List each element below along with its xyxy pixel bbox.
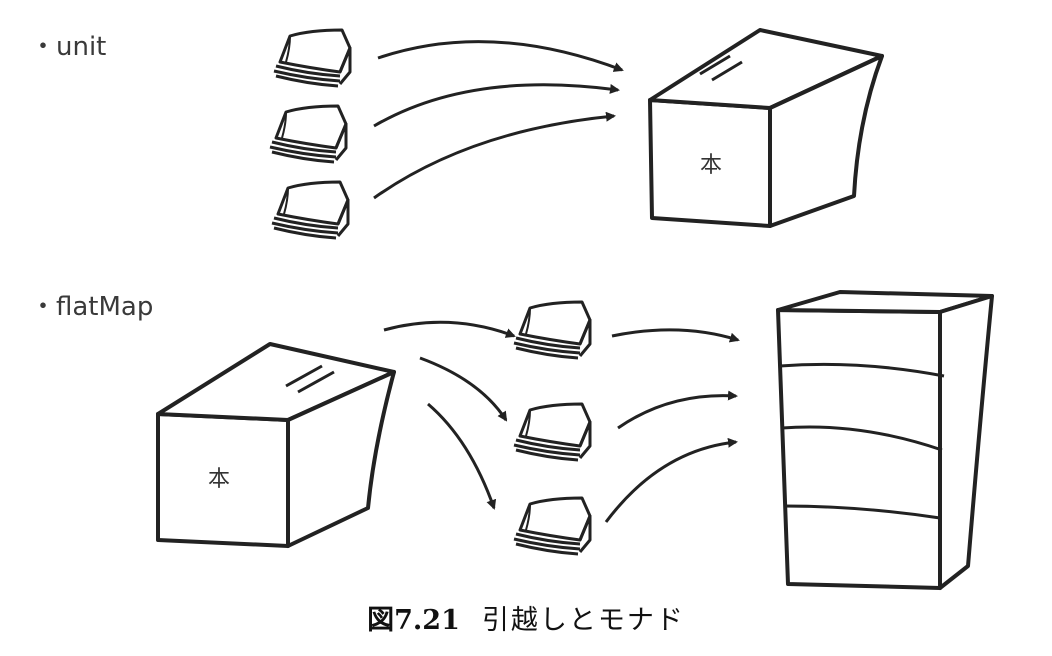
arrow-icon xyxy=(611,328,740,343)
book-stack-icon xyxy=(512,402,592,462)
arrow-icon xyxy=(617,390,738,430)
arrow-icon xyxy=(373,83,620,128)
figure-number: 図7.21 xyxy=(367,605,460,636)
figure-caption: 図7.21 引越しとモナド xyxy=(0,598,1052,637)
flatmap-box: 本 xyxy=(156,342,396,548)
box-label: 本 xyxy=(208,467,230,492)
bookshelf-icon xyxy=(776,308,942,590)
arrow-icon xyxy=(383,320,516,338)
figure-title: 引越しとモナド xyxy=(481,605,685,636)
book-stack-icon xyxy=(512,300,592,360)
arrow-icon xyxy=(604,437,738,523)
flatmap-books xyxy=(512,300,592,556)
unit-arrows xyxy=(373,40,624,200)
book-stack-icon xyxy=(270,180,350,240)
unit-box: 本 xyxy=(648,28,884,228)
arrow-icon xyxy=(427,402,497,510)
arrow-icon xyxy=(419,356,508,422)
box-label: 本 xyxy=(700,153,722,178)
flatmap-split-arrows xyxy=(383,320,516,510)
book-stack-icon xyxy=(272,28,352,88)
arrow-icon xyxy=(377,40,624,72)
unit-section-label: ・unit xyxy=(30,32,107,62)
arrow-icon xyxy=(373,111,616,200)
bookshelf xyxy=(776,290,994,590)
book-stack-icon xyxy=(512,496,592,556)
book-stack-icon xyxy=(268,104,348,164)
flatmap-section-label: ・flatMap xyxy=(30,292,154,322)
flatmap-merge-arrows xyxy=(604,328,740,523)
unit-books xyxy=(268,28,352,240)
